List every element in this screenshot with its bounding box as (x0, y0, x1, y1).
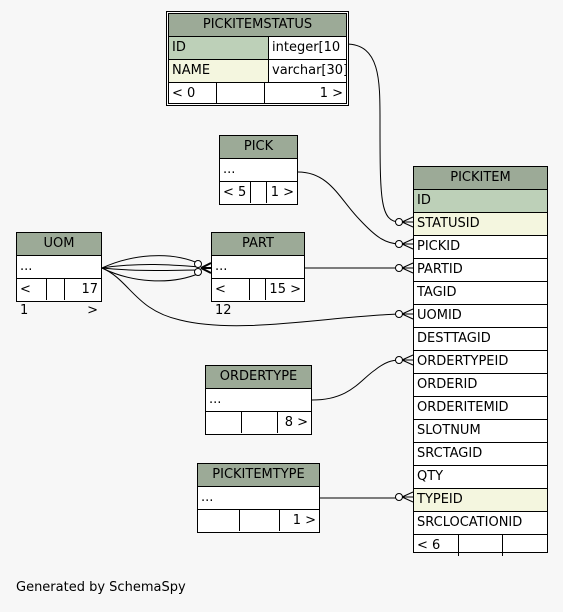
table-footer: < 5 1 > (220, 182, 297, 203)
child-count[interactable]: 17 > (81, 282, 98, 318)
table-footer: < 12 15 > (212, 279, 304, 318)
parent-count[interactable]: < 12 (212, 279, 250, 318)
table-footer: 1 > (198, 510, 319, 531)
footer-spacer (251, 182, 267, 203)
parent-count[interactable] (198, 510, 240, 531)
table-pickitemtype[interactable]: PICKITEMTYPE ... 1 > (197, 463, 320, 533)
column-name: ID (169, 37, 269, 59)
edge-uom-part-1 (101, 255, 201, 269)
edge-uom-part-3 (101, 267, 201, 271)
column-row[interactable]: SLOTNUM (414, 420, 547, 443)
column-ellipsis: ... (212, 256, 304, 279)
edge-uomid (101, 267, 401, 327)
column-ellipsis: ... (206, 389, 311, 412)
table-header: ORDERTYPE (206, 366, 311, 389)
table-part[interactable]: PART ... < 12 15 > (211, 232, 305, 318)
table-header: PICK (220, 136, 297, 159)
table-uom[interactable]: UOM ... < 1 17 > (16, 232, 102, 318)
column-row[interactable]: NAME varchar[30] (169, 60, 346, 83)
column-ellipsis: ... (198, 487, 319, 510)
footer-spacer (217, 83, 265, 104)
column-row[interactable]: PICKID (414, 236, 547, 259)
child-count[interactable]: 1 > (319, 86, 343, 101)
edge-statusid (345, 43, 401, 223)
column-row[interactable]: UOMID (414, 305, 547, 328)
parent-count[interactable]: < 1 (17, 279, 47, 318)
table-footer: < 1 17 > (17, 279, 101, 318)
column-row[interactable]: TYPEID (414, 489, 547, 512)
child-count[interactable]: 1 > (292, 513, 316, 528)
table-header: PART (212, 233, 304, 256)
child-count[interactable]: 8 > (284, 415, 308, 430)
column-row[interactable]: ID integer[10 (169, 37, 346, 60)
table-footer: 8 > (206, 412, 311, 433)
table-header: PICKITEM (414, 167, 547, 190)
column-row[interactable]: QTY (414, 466, 547, 489)
edge-uom-part-4 (101, 267, 201, 282)
crowfoot-markers (194, 216, 414, 503)
footer-spacer (242, 412, 278, 433)
column-row[interactable]: ORDERID (414, 374, 547, 397)
child-count[interactable]: 15 > (269, 282, 301, 297)
table-ordertype[interactable]: ORDERTYPE ... 8 > (205, 365, 312, 435)
table-footer: < 6 (414, 535, 547, 556)
footer-spacer (47, 279, 65, 300)
table-header: PICKITEMSTATUS (169, 14, 346, 37)
footer-spacer (459, 535, 503, 556)
column-row[interactable]: ORDERITEMID (414, 397, 547, 420)
column-row[interactable]: TAGID (414, 282, 547, 305)
column-type: varchar[30] (269, 60, 346, 82)
column-row[interactable]: STATUSID (414, 213, 547, 236)
column-type: integer[10 (269, 37, 346, 59)
parent-count[interactable]: < 6 (414, 535, 459, 556)
column-ellipsis: ... (220, 159, 297, 182)
footer-spacer (503, 535, 547, 556)
table-pickitemstatus[interactable]: PICKITEMSTATUS ID integer[10 NAME varcha… (166, 11, 349, 106)
footer-spacer (250, 279, 266, 300)
table-footer: < 0 1 > (169, 83, 346, 104)
column-row[interactable]: DESTTAGID (414, 328, 547, 351)
table-pick[interactable]: PICK ... < 5 1 > (219, 135, 298, 205)
parent-count[interactable]: < 5 (220, 182, 251, 203)
edge-ordertypeid (311, 359, 401, 401)
column-row[interactable]: SRCLOCATIONID (414, 512, 547, 535)
table-header: PICKITEMTYPE (198, 464, 319, 487)
column-name: NAME (169, 60, 269, 82)
footer-spacer (240, 510, 280, 531)
column-ellipsis: ... (17, 256, 101, 279)
edge-pickid (297, 171, 401, 245)
child-count[interactable]: 1 > (270, 185, 294, 200)
column-row[interactable]: ORDERTYPEID (414, 351, 547, 374)
column-row[interactable]: PARTID (414, 259, 547, 282)
column-row[interactable]: ID (414, 190, 547, 213)
parent-count[interactable] (206, 412, 242, 433)
parent-count[interactable]: < 0 (169, 83, 217, 104)
table-header: UOM (17, 233, 101, 256)
column-row[interactable]: SRCTAGID (414, 443, 547, 466)
generated-by-label: Generated by SchemaSpy (16, 580, 186, 595)
edge-uom-part-2 (101, 263, 201, 269)
